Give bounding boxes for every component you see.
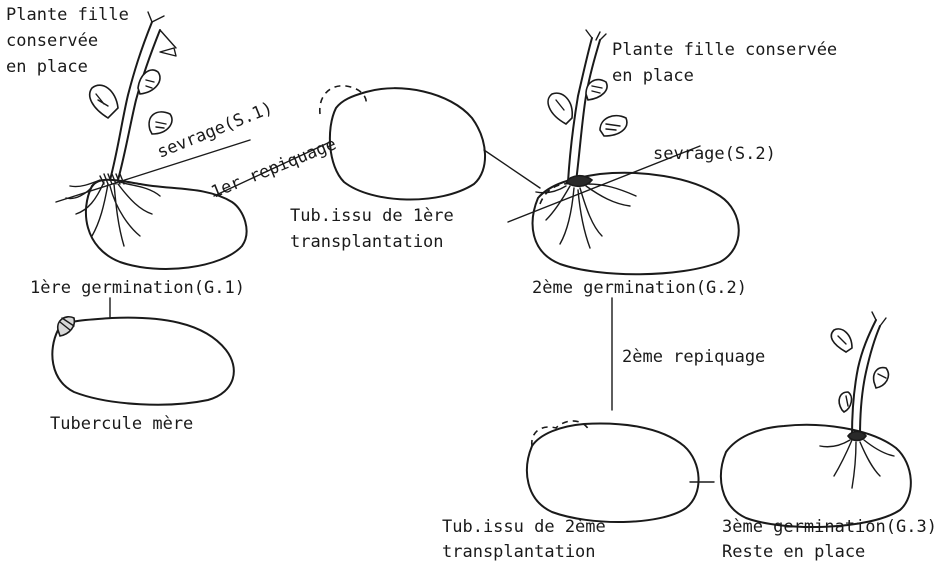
label-plante-fille-1-line3: en place: [6, 57, 88, 77]
label-tubercule-mere: Tubercule mère: [50, 414, 193, 434]
label-germination-1: 1ère germination(G.1): [30, 278, 245, 298]
label-plante-fille-2-line2: en place: [612, 66, 694, 86]
label-germination-3-line2: Reste en place: [722, 542, 865, 562]
label-repiquage-1: 1er repiquage: [208, 134, 339, 202]
mother-tuber-drawing: [52, 317, 234, 405]
label-plante-fille-1-line2: conservée: [6, 31, 98, 51]
label-tub-issu-1-line1: Tub.issu de 1ère: [290, 206, 454, 226]
label-repiquage-2: 2ème repiquage: [622, 347, 765, 367]
label-tub-issu-2-line2: transplantation: [442, 542, 596, 562]
tuber-second-transplant-drawing: [527, 421, 699, 522]
label-germination-2: 2ème germination(G.2): [532, 278, 747, 298]
tuber-first-transplant-drawing: [320, 86, 485, 200]
label-germination-3-line1: 3ème germination(G.3): [722, 517, 937, 537]
connector-tuber1-to-g2: [484, 150, 540, 188]
third-germination-drawing: [721, 312, 911, 527]
label-sevrage-2: sevrage(S.2): [653, 144, 776, 164]
label-tub-issu-1-line2: transplantation: [290, 232, 444, 252]
label-plante-fille-2-line1: Plante fille conservée: [612, 40, 837, 60]
label-tub-issu-2-line1: Tub.issu de 2ème: [442, 517, 606, 537]
label-plante-fille-1-line1: Plante fille: [6, 5, 129, 25]
label-sevrage-1: sevrage(S.1): [154, 98, 275, 163]
